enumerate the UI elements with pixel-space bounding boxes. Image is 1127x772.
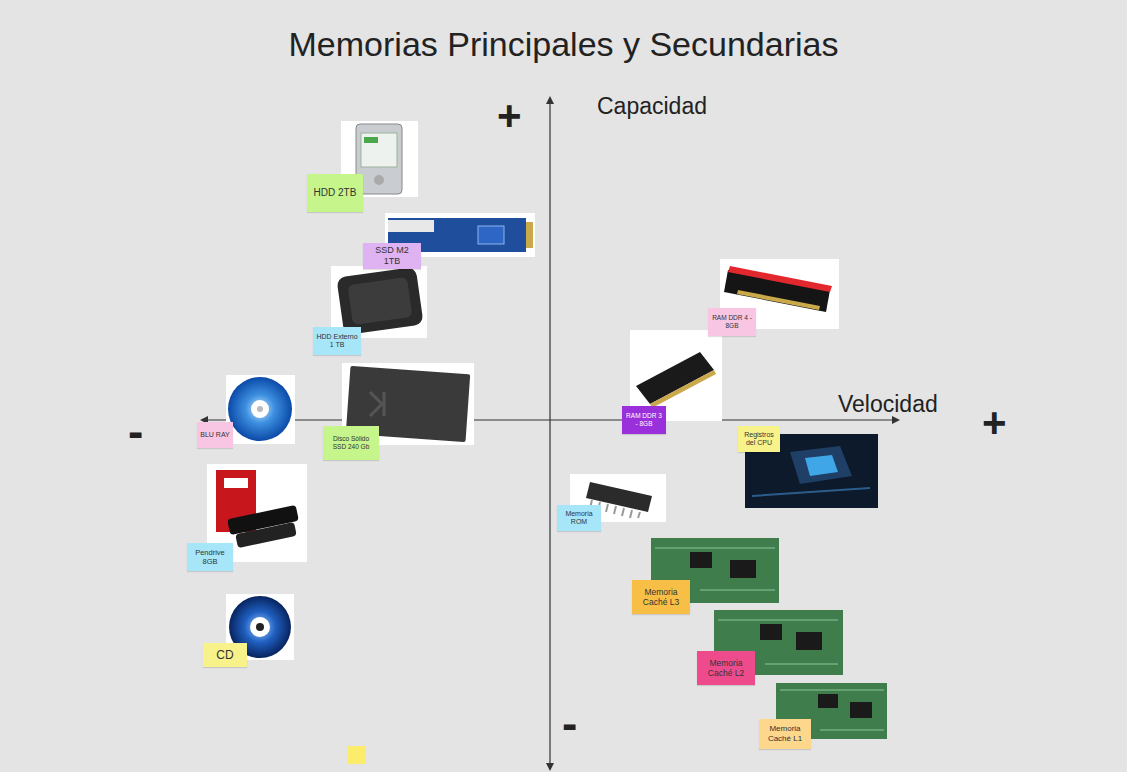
sticky-note: Disco Sólido SSD 240 Gb: [323, 426, 379, 460]
sticky-note: BLU RAY: [197, 422, 233, 448]
note-text: Memoria Caché L2: [700, 658, 752, 678]
external-hdd-face: [348, 277, 413, 325]
sticky-note: HDD Externo 1 TB: [313, 327, 361, 355]
sticky-note: Memoria Caché L1: [759, 719, 811, 749]
sticky-note: Memoria Caché L2: [697, 651, 755, 685]
ram-pins: [737, 290, 820, 310]
note-text: Disco Sólido SSD 240 Gb: [326, 435, 376, 451]
axis-sign: -: [128, 408, 143, 454]
disc-hole: [256, 623, 264, 631]
m2-connector: [526, 222, 533, 248]
axis-arrow: [546, 763, 554, 771]
disc-hub: [250, 617, 270, 637]
sticky-note: SSD M2 1TB: [363, 243, 421, 269]
external-hdd-case: [336, 267, 423, 336]
axis-arrow: [546, 96, 554, 104]
bluray-picture: [226, 375, 295, 444]
note-text: BLU RAY: [200, 431, 229, 439]
empty-sticky-note: [348, 746, 366, 764]
disc: [228, 377, 292, 441]
note-text: HDD Externo 1 TB: [316, 333, 358, 350]
axis-arrow: [892, 416, 900, 424]
cpu-die: [805, 455, 838, 476]
sticky-note: Pendrive 8GB: [187, 543, 233, 571]
hdd-label: [361, 133, 397, 167]
chip: [690, 552, 712, 568]
axis-sign: -: [562, 700, 577, 746]
m2-chip: [478, 226, 504, 244]
note-text: HDD 2TB: [314, 187, 357, 199]
ram-pins: [650, 370, 716, 408]
chip: [730, 560, 756, 578]
sticky-note: Memoria Caché L3: [632, 580, 690, 614]
axis-sign: +: [982, 402, 1007, 444]
sticky-note: Registros del CPU: [738, 426, 780, 452]
ram-light: [728, 266, 832, 292]
axis-sign: +: [497, 95, 522, 137]
note-text: Pendrive 8GB: [190, 548, 230, 566]
note-text: RAM DDR 3 - 8GB: [625, 412, 663, 428]
note-text: RAM DDR 4 - 8GB: [711, 314, 753, 330]
cpu-package: [790, 446, 852, 484]
sticky-note: CD: [203, 643, 247, 667]
m2-sticker: [388, 220, 434, 232]
note-text: Memoria Caché L3: [635, 587, 687, 607]
page-title: Memorias Principales y Secundarias: [0, 26, 1127, 63]
photo-ground: [226, 375, 295, 444]
sticky-note: RAM DDR 4 - 8GB: [708, 308, 756, 336]
disc-hole: [257, 406, 263, 412]
sticky-note: Memoria ROM: [557, 505, 601, 531]
chip: [818, 694, 838, 708]
disc-hub: [251, 400, 269, 418]
ssd-logo: [370, 392, 384, 416]
sticky-note: HDD 2TB: [307, 174, 363, 212]
axis-line: [549, 100, 550, 767]
note-text: SSD M2 1TB: [366, 245, 418, 267]
hdd-logo: [364, 137, 378, 143]
note-text: Memoria ROM: [560, 510, 598, 527]
sticky-note: RAM DDR 3 - 8GB: [622, 406, 666, 434]
note-text: CD: [216, 648, 233, 662]
chip: [850, 702, 872, 718]
note-text: Registros del CPU: [741, 431, 777, 448]
pendrive-body: [235, 522, 297, 548]
note-text: Memoria Caché L1: [762, 724, 808, 743]
axis-line: [204, 419, 896, 420]
axis-label: Velocidad: [838, 393, 938, 416]
chip: [796, 632, 822, 650]
hdd-screw: [374, 175, 384, 185]
chip: [760, 624, 782, 640]
axis-label: Capacidad: [597, 95, 707, 118]
pendrive-box-label: [224, 478, 248, 488]
